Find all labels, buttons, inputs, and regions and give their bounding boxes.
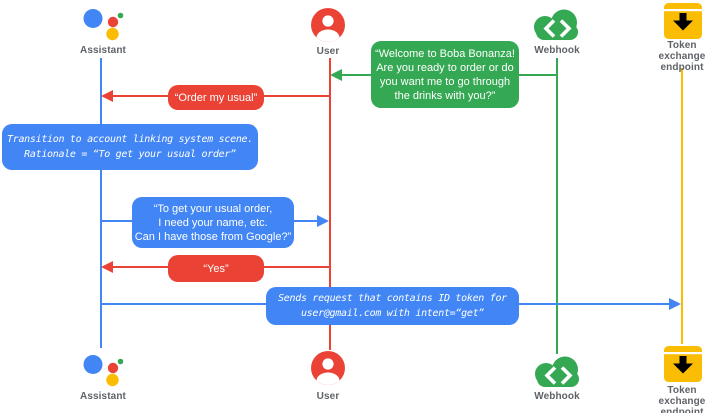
assistant-label-bottom: Assistant	[80, 391, 126, 402]
token-endpoint-label-bottom: Token exchange endpoint	[658, 385, 706, 413]
transition-note: Transition to account linking system sce…	[2, 124, 258, 170]
user-label-top: User	[316, 46, 340, 57]
user-icon	[311, 351, 345, 385]
token-endpoint-label-top: Token exchange endpoint	[658, 40, 706, 73]
webhook-lifeline	[556, 58, 558, 354]
assistant-icon	[83, 9, 124, 41]
order-usual-arrowhead-icon	[101, 90, 113, 102]
send-request-message: Sends request that contains ID token for…	[266, 287, 519, 325]
welcome-message: “Welcome to Boba Bonanza! Are you ready …	[371, 41, 519, 108]
send-request-arrowhead-icon	[669, 298, 681, 310]
user-label-bottom: User	[316, 391, 340, 402]
webhook-icon	[535, 356, 579, 387]
user-icon	[311, 8, 345, 42]
token-endpoint-lifeline	[681, 68, 683, 344]
ask-permission-arrowhead-icon	[317, 215, 329, 227]
assistant-icon	[83, 355, 124, 387]
assistant-label-top: Assistant	[80, 45, 126, 56]
webhook-icon	[534, 9, 578, 40]
webhook-label-bottom: Webhook	[534, 391, 580, 402]
webhook-label-top: Webhook	[534, 45, 580, 56]
token-endpoint-icon	[664, 3, 702, 39]
welcome-arrowhead-icon	[330, 69, 342, 81]
yes-arrowhead-icon	[101, 261, 113, 273]
assistant-lifeline	[100, 58, 102, 348]
order-usual-message: “Order my usual”	[168, 85, 264, 110]
token-endpoint-icon	[664, 346, 702, 382]
yes-message: “Yes”	[168, 255, 264, 282]
ask-permission-message: “To get your usual order, I need your na…	[132, 197, 294, 248]
user-lifeline	[329, 58, 331, 350]
